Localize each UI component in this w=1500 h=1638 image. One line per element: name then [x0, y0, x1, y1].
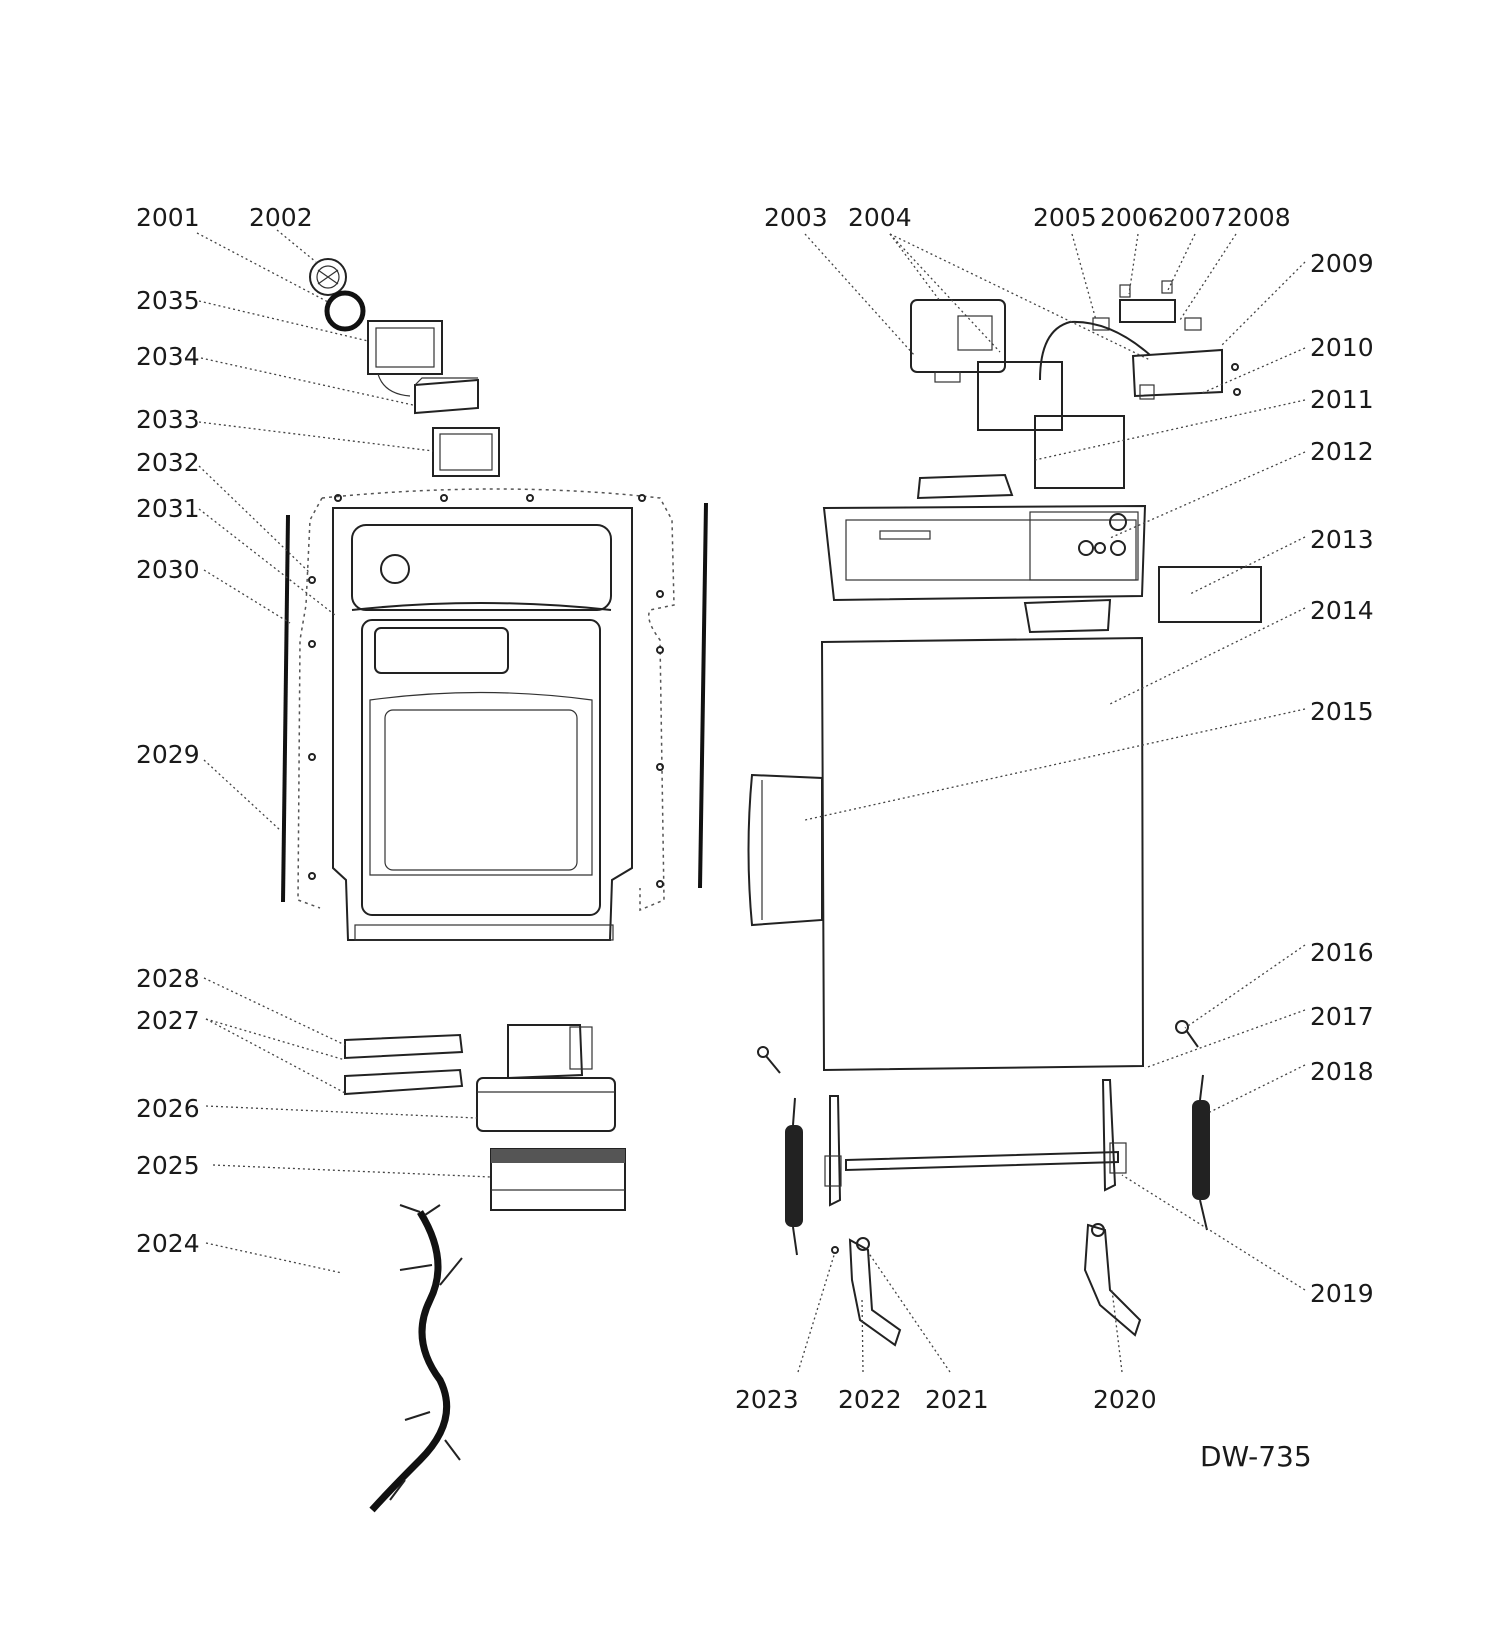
- part-2024-wire-harness: [369, 1204, 463, 1513]
- part-2032-gasket: [297, 488, 675, 912]
- part-label: 2020: [1093, 1385, 1157, 1414]
- part-label: 2035: [136, 286, 200, 315]
- part-label: 2024: [136, 1229, 200, 1258]
- diagram-code: DW-735: [1200, 1440, 1312, 1473]
- part-label: 2029: [136, 740, 200, 769]
- part-label: 2016: [1310, 938, 1374, 967]
- part-label: 2027: [136, 1006, 200, 1035]
- part-2014-outer-door: [820, 636, 1145, 1072]
- part-label: 2014: [1310, 596, 1374, 625]
- part-label: 2006: [1100, 203, 1164, 232]
- part-2026-dispenser: [476, 1024, 616, 1132]
- part-label: 2021: [925, 1385, 989, 1414]
- part-2034-cover: [414, 377, 479, 415]
- part-label: 2007: [1163, 203, 1227, 232]
- part-label: 2008: [1227, 203, 1291, 232]
- part-2020-hinge-arm: [1083, 1223, 1142, 1337]
- part-label: 2034: [136, 342, 200, 371]
- part-label: 2010: [1310, 333, 1374, 362]
- part-label: 2030: [136, 555, 200, 584]
- part-label: 2033: [136, 405, 200, 434]
- part-label: 2012: [1310, 437, 1374, 466]
- part-2029-side-trim: [281, 502, 708, 903]
- part-2025-panel: [490, 1148, 626, 1211]
- part-label: 2011: [1310, 385, 1374, 414]
- part-label: 2023: [735, 1385, 799, 1414]
- part-2005-2008-switch-group: [1039, 280, 1202, 381]
- part-label: 2022: [838, 1385, 902, 1414]
- part-2035-bracket: [367, 320, 443, 397]
- part-label: 2025: [136, 1151, 200, 1180]
- part-label: 2003: [764, 203, 828, 232]
- part-2001-ring: [324, 290, 366, 332]
- part-2015-handle: [747, 773, 823, 927]
- part-2019-hinge-bar: [824, 1079, 1127, 1207]
- part-2010-circuit-board: [1131, 348, 1241, 400]
- part-2013-label: [1158, 566, 1262, 623]
- part-label: 2009: [1310, 249, 1374, 278]
- part-2016-hook: [757, 1020, 1199, 1074]
- part-2012-control-panel: [822, 504, 1147, 634]
- part-label: 2028: [136, 964, 200, 993]
- part-2033-frame: [432, 427, 500, 477]
- leader-lines: [196, 229, 1306, 1373]
- part-label: 2032: [136, 448, 200, 477]
- part-2018-spring: [785, 1074, 1210, 1256]
- part-2030-screws: [308, 494, 664, 888]
- part-label: 2031: [136, 494, 200, 523]
- part-label: 2013: [1310, 525, 1374, 554]
- part-label: 2002: [249, 203, 313, 232]
- part-2022-hinge-arm: [831, 1237, 902, 1347]
- part-2002-vent: [309, 258, 347, 296]
- part-label: 2017: [1310, 1002, 1374, 1031]
- part-label: 2015: [1310, 697, 1374, 726]
- part-2031-inner-door: [332, 507, 633, 941]
- part-label: 2001: [136, 203, 200, 232]
- part-2011-module: [916, 415, 1125, 500]
- part-label: 2004: [848, 203, 912, 232]
- part-2003-control-box: [910, 299, 1063, 431]
- part-label: 2005: [1033, 203, 1097, 232]
- part-label: 2019: [1310, 1279, 1374, 1308]
- part-2028-rail: [344, 1033, 464, 1096]
- part-label: 2018: [1310, 1057, 1374, 1086]
- part-label: 2026: [136, 1094, 200, 1123]
